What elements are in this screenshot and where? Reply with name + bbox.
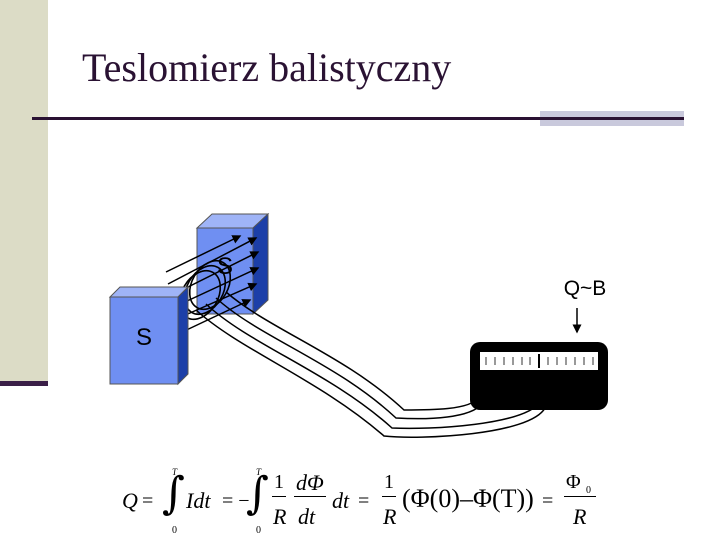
integral1-lower: 0 [172, 525, 177, 536]
formula-lhs: Q [122, 488, 138, 513]
fraction1-numerator: 1 [274, 471, 284, 493]
charge-label: Q~B [564, 277, 607, 300]
front-magnet-label: S [136, 324, 152, 351]
decorative-side-bar-base [0, 381, 48, 386]
integral1-sign: ∫ [162, 468, 185, 519]
formula-eq3: = [358, 490, 370, 512]
title-underline [32, 117, 542, 120]
fraction2-numerator: dΦ [296, 470, 324, 495]
fraction1-denominator: R [273, 504, 287, 529]
flux-difference: (Φ(0)–Φ(T)) [402, 484, 534, 513]
integral2-lower: 0 [256, 525, 261, 536]
fraction3-denominator: R [383, 504, 397, 529]
fraction2-denominator: dt [298, 504, 316, 529]
title-underline-accent [540, 111, 684, 126]
back-magnet-label: S [217, 253, 233, 280]
connecting-wires [195, 291, 546, 438]
fraction3-numerator: 1 [384, 471, 394, 493]
charge-formula: Q = T ∫ 0 Idt = − T ∫ 0 1 R dΦ dt dt = 1… [118, 456, 608, 540]
fraction4-bar [564, 496, 596, 498]
fraction3-bar [382, 496, 396, 498]
integral1-upper: T [172, 467, 178, 477]
formula-dt: dt [332, 488, 350, 513]
decorative-side-bar [0, 0, 48, 382]
formula-eq2: = − [222, 490, 250, 512]
ballistic-galvanometer [470, 342, 608, 410]
formula-eq4: = [542, 490, 554, 512]
formula-eq1: = [142, 490, 154, 512]
search-coil [178, 259, 232, 321]
slide-title: Teslomierz balistyczny [82, 45, 452, 90]
fraction4-numerator: Φ [566, 471, 581, 493]
fraction4-numerator-subscript: 0 [586, 485, 591, 496]
fraction1-bar [272, 496, 286, 498]
integral1-integrand: Idt [186, 488, 211, 513]
front-magnet: S [108, 285, 190, 386]
fraction2-bar [294, 496, 326, 498]
integral2-sign: ∫ [246, 468, 269, 519]
fraction4-denominator: R [573, 504, 587, 529]
integral2-upper: T [256, 467, 262, 477]
